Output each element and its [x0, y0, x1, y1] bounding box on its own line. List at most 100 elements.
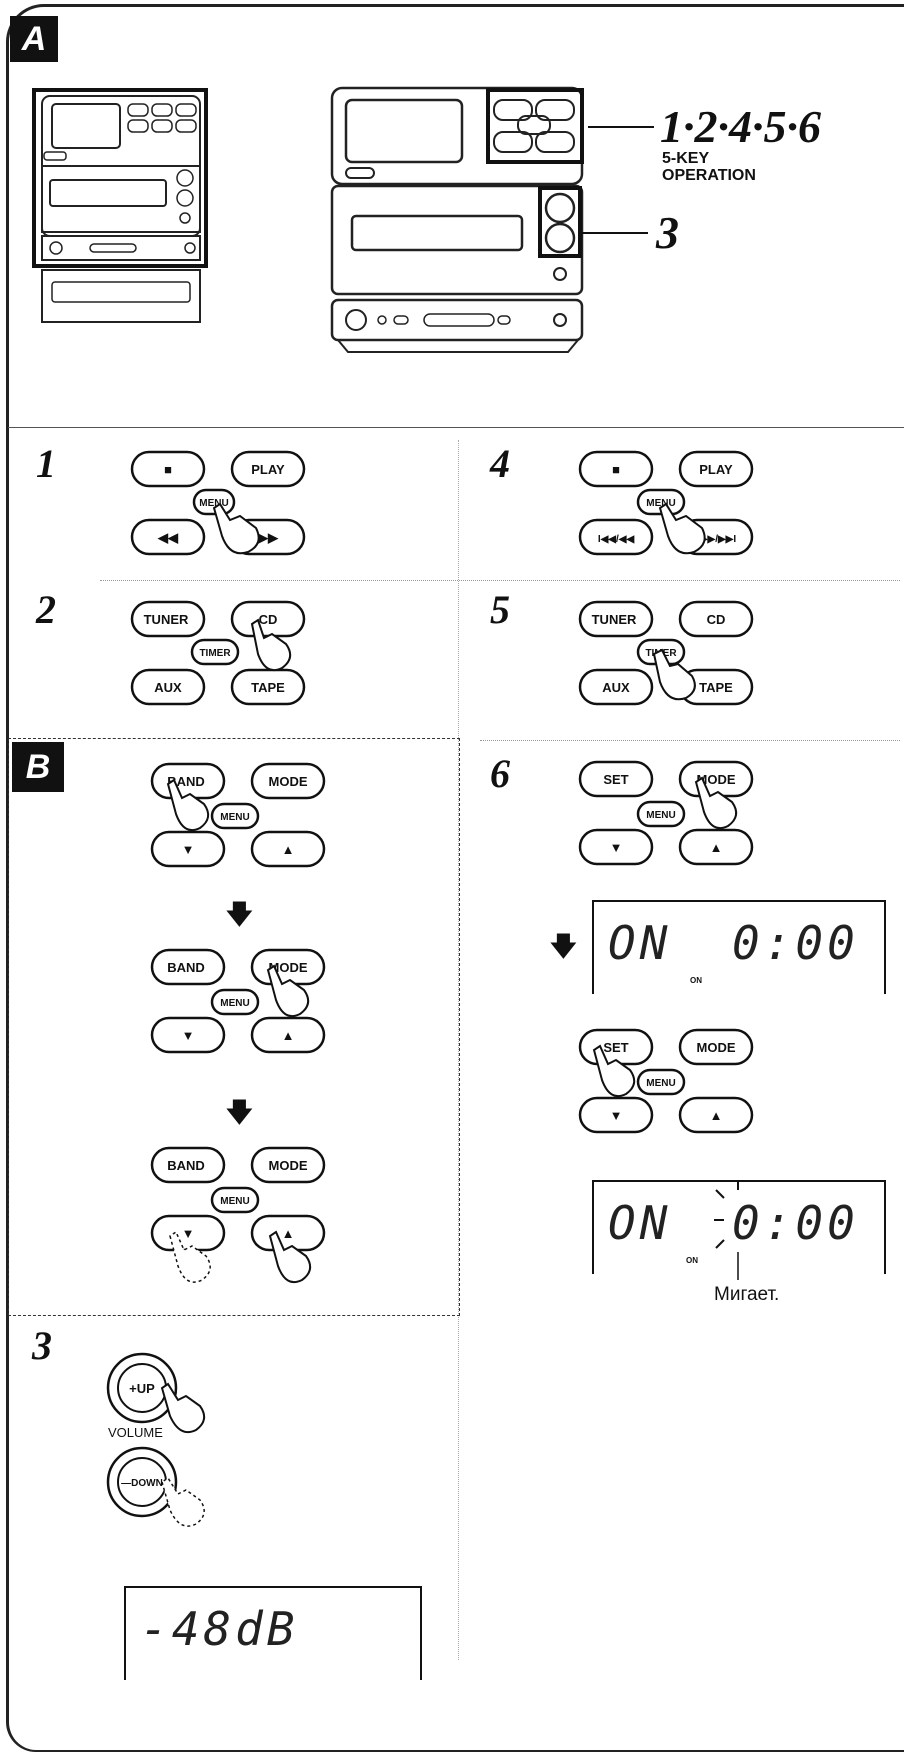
step-1-menu-label: MENU	[199, 498, 228, 509]
s6a-menu-label: MENU	[646, 810, 675, 821]
step-6-keypad-2: SET MODE MENU ▼ ▲	[578, 1028, 754, 1134]
b3-menu-label: MENU	[220, 1196, 249, 1207]
step-2-keypad: TUNER CD TIMER AUX TAPE	[130, 600, 306, 706]
b3-band-label: BAND	[167, 1158, 205, 1173]
step-2-timer-label: TIMER	[199, 648, 231, 659]
down-arrow-icon: 🡇	[226, 1097, 253, 1127]
s6a-set-label: SET	[603, 772, 628, 787]
pointing-hand-icon	[652, 648, 696, 701]
s6a-down-label: ▼	[610, 840, 623, 855]
volume-up-label: +UP	[129, 1381, 155, 1396]
b3-up-label: ▲	[282, 1226, 295, 1241]
down-arrow-icon: 🡇	[226, 899, 253, 929]
pointing-hand-icon	[658, 502, 706, 555]
step-2-number: 2	[36, 587, 56, 632]
b2-up-label: ▲	[282, 1028, 295, 1043]
step-4-skip-back-label: I◀◀/◀◀	[598, 534, 635, 545]
section-b-keypad-1: BAND MODE MENU ▼ ▲	[150, 762, 326, 868]
row-divider-2	[480, 740, 900, 741]
section-a-divider	[8, 427, 904, 428]
step-4-menu-label: MENU	[646, 498, 675, 509]
step-1-keypad: ■ PLAY MENU ◀◀ ▶▶	[130, 450, 306, 556]
step-2-aux-label: AUX	[154, 680, 182, 695]
row-divider-1	[100, 580, 900, 581]
pointing-hand-icon	[169, 1230, 211, 1283]
section-a-letter: A	[21, 19, 47, 58]
step-5-number: 5	[490, 587, 510, 632]
volume-display: -48dB	[124, 1586, 422, 1680]
volume-down-label: —DOWN	[121, 1478, 163, 1489]
b1-mode-label: MODE	[269, 774, 308, 789]
section-b-keypad-3: BAND MODE MENU ▼ ▲	[150, 1146, 326, 1284]
section-b-keypad-2: BAND MODE MENU ▼ ▲	[150, 948, 326, 1054]
section-b-tag: B	[12, 742, 64, 792]
step-4-number: 4	[490, 441, 510, 486]
timer-display-1-right: 0:00	[732, 916, 859, 970]
step-1-stop-label: ■	[164, 462, 172, 477]
blink-indicator-icon	[714, 1180, 739, 1280]
timer-display-2-right: 0:00	[732, 1196, 859, 1250]
step-3-number: 3	[32, 1323, 52, 1368]
step-6-keypad-1: SET MODE MENU ▼ ▲	[578, 760, 754, 866]
pointing-hand-icon	[166, 778, 210, 832]
b1-up-label: ▲	[282, 842, 295, 857]
step-5-aux-label: AUX	[602, 680, 630, 695]
b2-menu-label: MENU	[220, 998, 249, 1009]
section-b-letter: B	[25, 747, 51, 786]
step-2-tape-label: TAPE	[251, 680, 285, 695]
step-4-skip-fwd-label: ▶▶/▶▶I	[699, 534, 737, 545]
step-4-keypad: ■ PLAY MENU I◀◀/◀◀ ▶▶/▶▶I	[578, 450, 754, 556]
callout-line-knobs	[582, 232, 648, 234]
step-1-ff-label: ▶▶	[257, 530, 279, 545]
down-arrow-icon: 🡇	[550, 931, 577, 961]
pointing-hand-icon	[161, 1476, 205, 1527]
step-2-cd-label: CD	[259, 612, 278, 627]
b3-mode-label: MODE	[269, 1158, 308, 1173]
step-4-play-label: PLAY	[699, 462, 733, 477]
volume-display-text: -48dB	[140, 1602, 299, 1656]
step-5-keypad: TUNER CD TIMER AUX TAPE	[578, 600, 754, 706]
b1-down-label: ▼	[182, 842, 195, 857]
pointing-hand-icon	[266, 964, 310, 1018]
volume-knobs: +UP —DOWN	[106, 1352, 206, 1527]
blink-caption: Мигает.	[714, 1284, 780, 1305]
stereo-system-large-icon	[330, 86, 584, 353]
section-b-box	[8, 738, 460, 1316]
step-4-stop-label: ■	[612, 462, 620, 477]
timer-display-2-indicator: ON	[686, 1256, 698, 1265]
pointing-hand-icon	[160, 1382, 206, 1434]
s6b-mode-label: MODE	[697, 1040, 736, 1055]
keys-label-line2: OPERATION	[662, 167, 756, 184]
column-divider	[458, 440, 459, 1660]
stereo-system-icon	[32, 88, 208, 323]
section-a-tag: A	[10, 16, 58, 62]
step-1-number: 1	[36, 441, 56, 486]
b2-mode-label: MODE	[269, 960, 308, 975]
s6b-down-label: ▼	[610, 1108, 623, 1123]
step-5-tuner-label: TUNER	[592, 612, 637, 627]
s6a-mode-label: MODE	[697, 772, 736, 787]
step-6-number: 6	[490, 751, 510, 796]
knobs-label: 3	[656, 207, 679, 258]
timer-display-2-left: ON	[608, 1196, 672, 1250]
s6b-up-label: ▲	[710, 1108, 723, 1123]
keys-label-numbers: 1·2·4·5·6	[660, 101, 821, 152]
b2-down-label: ▼	[182, 1028, 195, 1043]
b3-down-label: ▼	[182, 1226, 195, 1241]
pointing-hand-icon	[694, 776, 738, 830]
page-frame	[6, 4, 904, 1752]
pointing-hand-icon	[250, 618, 292, 672]
step-5-tape-label: TAPE	[699, 680, 733, 695]
b2-band-label: BAND	[167, 960, 205, 975]
pointing-hand-icon	[212, 502, 260, 555]
s6b-menu-label: MENU	[646, 1078, 675, 1089]
keys-label-line1: 5-KEY	[662, 150, 710, 167]
b1-menu-label: MENU	[220, 812, 249, 823]
volume-label: VOLUME	[108, 1425, 163, 1440]
timer-display-1: ON 0:00 ON	[592, 900, 886, 994]
step-1-play-label: PLAY	[251, 462, 285, 477]
timer-display-1-indicator: ON	[690, 976, 702, 985]
s6a-up-label: ▲	[710, 840, 723, 855]
pointing-hand-icon	[268, 1230, 312, 1284]
callout-line-keys	[588, 126, 654, 128]
